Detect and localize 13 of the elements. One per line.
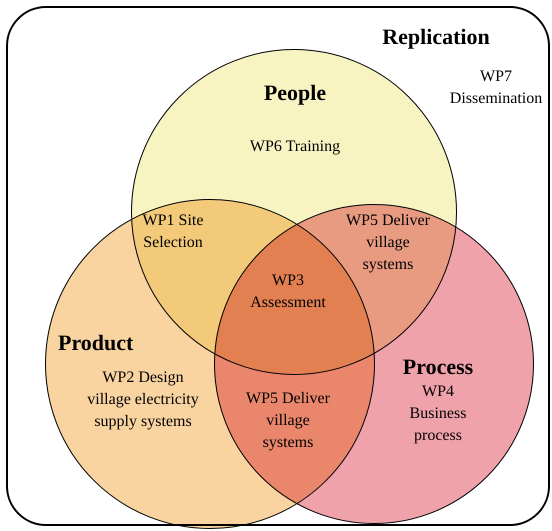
work-package-text: WP6 Training bbox=[248, 137, 342, 157]
overlap-label: WP3 Assessment bbox=[249, 271, 327, 313]
section-heading: Product bbox=[58, 330, 132, 356]
outer-frame bbox=[6, 6, 550, 526]
work-package-text: WP2 Design village electricity supply systems bbox=[86, 368, 200, 432]
section-heading: Replication bbox=[381, 24, 491, 50]
section-heading: Process bbox=[402, 354, 474, 380]
overlap-label: WP5 Deliver village systems bbox=[245, 389, 331, 453]
section-heading: People bbox=[262, 80, 328, 106]
work-package-text: WP7 Dissemination bbox=[448, 67, 544, 109]
overlap-label: WP1 Site Selection bbox=[142, 211, 204, 253]
overlap-label: WP5 Deliver village systems bbox=[345, 211, 431, 275]
work-package-text: WP4 Business process bbox=[408, 382, 468, 446]
